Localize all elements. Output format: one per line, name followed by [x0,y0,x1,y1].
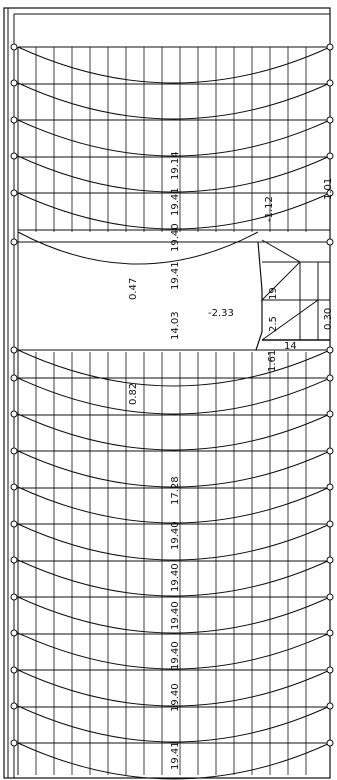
structure-frame [3,7,331,779]
hinge-icon [326,189,334,197]
hinge-icon [326,43,334,51]
hinge-icon [326,702,334,710]
moment-curve [17,669,331,707]
hinge-icon [10,666,18,674]
hinge-icon [10,702,18,710]
hinge-icon [10,593,18,601]
hinge-icon [10,520,18,528]
hinge-icon [326,556,334,564]
hinge-icon [10,629,18,637]
hinge-icon [10,189,18,197]
hinge-icon [10,483,18,491]
hinge-icon [326,238,334,246]
moment-curve [17,486,331,524]
support-hinges [10,43,334,747]
hinge-icon [326,410,334,418]
value-label-1-01: 1.01 [323,178,334,200]
value-label-0-30: 0.30 [323,308,334,330]
moment-curve [17,705,331,743]
value-label-1-61: 1.61 [267,350,278,372]
moment-curve [17,523,331,561]
moment-curve [17,413,331,451]
hinge-icon [326,629,334,637]
hinge-icon [10,152,18,160]
moment-curve [17,192,331,230]
wall-member [255,241,263,351]
hinge-icon [10,238,18,246]
hinge-icon [10,374,18,382]
moment-curve [17,155,331,193]
outer-frame [3,7,331,779]
hinge-icon [326,374,334,382]
value-label-1-12: -1.12 [264,196,275,222]
moment-curve [17,559,331,597]
value-label-19-40: 19.40 [170,563,181,592]
wall-moment-line [260,239,320,341]
hinge-icon [326,152,334,160]
value-label-14: 14 [284,341,297,352]
moment-curve [17,632,331,670]
moment-curve [17,596,331,634]
value-labels: 0.47 19.14 19.41 19.40 19.41 14.03 -1.12… [128,151,334,770]
value-label-19-40: 19.40 [170,641,181,670]
hinge-icon [326,116,334,124]
moment-curve [17,231,259,265]
moment-curve [17,450,331,488]
hinge-icon [10,410,18,418]
value-label-2-33: -2.33 [208,308,234,319]
moment-curve [17,349,331,387]
hinge-icon [10,79,18,87]
moment-curve [17,82,331,120]
moment-curve [17,377,331,415]
value-label-19-40: 19.40 [170,521,181,550]
moment-curve [17,742,331,780]
hinge-icon [326,346,334,354]
hinge-icon [326,520,334,528]
hinge-icon [10,43,18,51]
value-label-19-41: 19.41 [170,741,181,770]
value-label-19-40: 19.40 [170,683,181,712]
value-label-2-5: 2.5 [268,316,279,332]
value-label-19-40: 19.40 [170,601,181,630]
hinge-icon [326,79,334,87]
hinge-icon [326,666,334,674]
hinge-icon [326,447,334,455]
hinge-icon [10,116,18,124]
value-label-19-40: 19.40 [170,223,181,252]
value-label-14-03: 14.03 [170,311,181,340]
hinge-icon [326,739,334,747]
value-label-19-41: 19.41 [170,261,181,290]
value-label-17-28: 17.28 [170,476,181,505]
hinge-icon [326,593,334,601]
hinge-icon [10,447,18,455]
value-label-19: 19 [268,287,279,300]
value-label-19-41: 19.41 [170,187,181,216]
hinge-icon [10,346,18,354]
moment-curves [17,46,331,780]
value-label-0-82: 0.82 [128,383,139,405]
moment-curve [17,119,331,157]
value-label-19-14: 19.14 [170,151,181,180]
value-label-0-47: 0.47 [128,278,139,300]
hinge-icon [10,556,18,564]
hinge-icon [10,739,18,747]
moment-curve [17,46,331,84]
hinge-icon [326,483,334,491]
